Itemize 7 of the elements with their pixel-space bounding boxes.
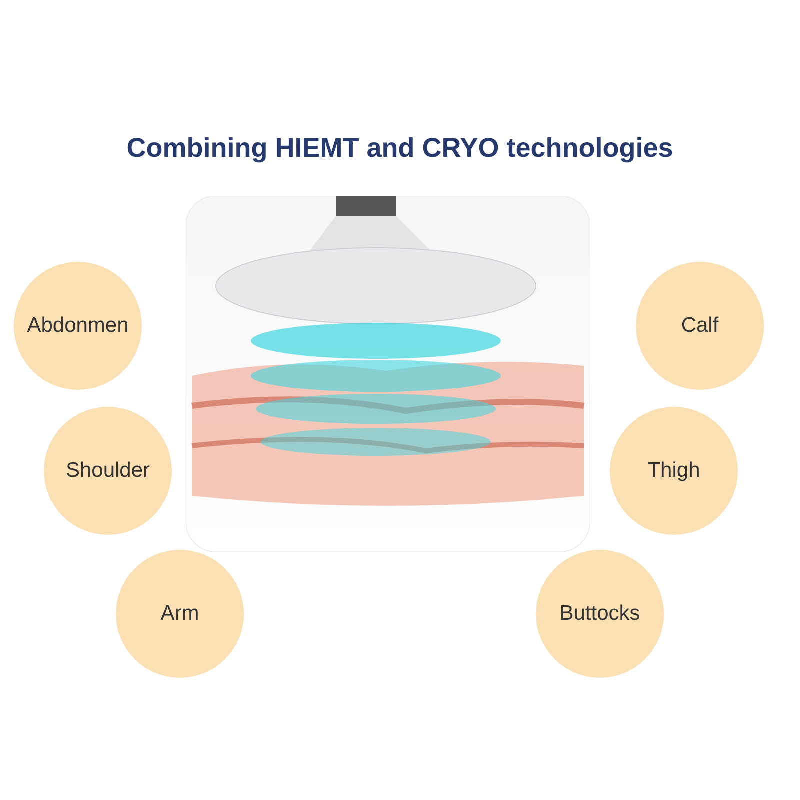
body-area-label: Calf [681,314,719,338]
body-area-label: Arm [160,602,200,626]
body-area-label: Buttocks [560,602,640,626]
body-area-label: Abdonmen [27,314,129,338]
body-area-label: Shoulder [66,459,150,483]
diagram-title: Combining HIEMT and CRYO technologies [126,133,674,164]
body-area-label: Thigh [648,459,700,483]
